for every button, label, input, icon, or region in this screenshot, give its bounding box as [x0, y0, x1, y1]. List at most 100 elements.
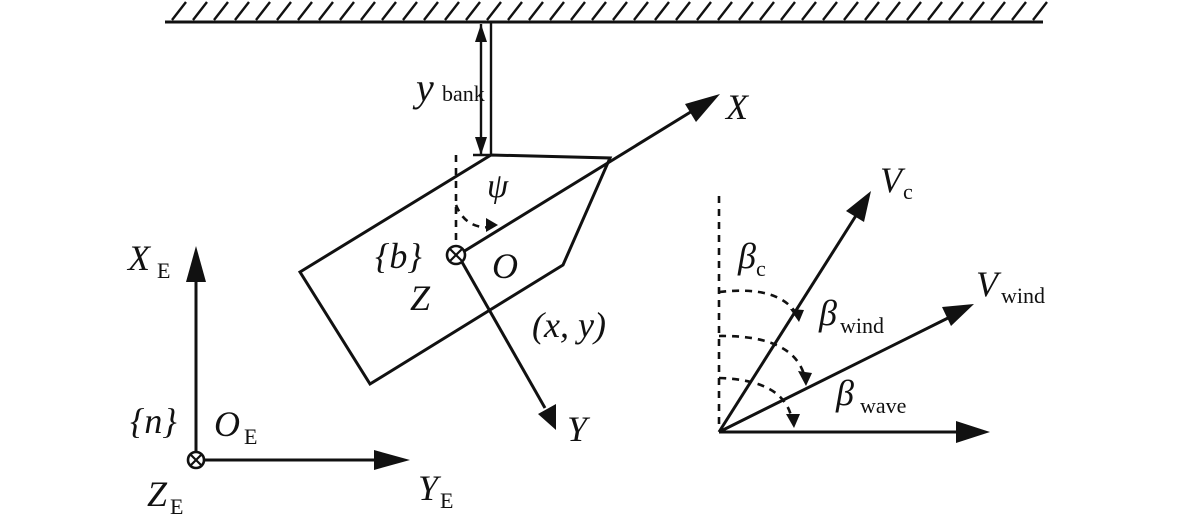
bank-hatch-mark — [381, 1, 397, 21]
wave-angle-label: β — [835, 373, 854, 413]
wave-angle-subscript: wave — [860, 393, 906, 418]
bank-distance-subscript: bank — [442, 81, 485, 106]
body-x-axis-label: X — [724, 87, 750, 127]
wave-direction-arrowhead — [956, 421, 990, 443]
bank-hatch-mark — [633, 1, 649, 21]
body-z-axis-marker-cross-b — [449, 248, 463, 262]
wave-angle-arrowhead — [786, 414, 800, 428]
bank-hatch-mark — [402, 1, 418, 21]
earth-z-axis-subscript: E — [170, 494, 183, 519]
bank-hatch-mark — [549, 1, 565, 21]
bank-hatch-mark — [906, 1, 922, 21]
wind-direction-line — [718, 316, 949, 434]
bank-hatch-mark — [339, 1, 355, 21]
bank-distance-arrowhead-top — [475, 24, 487, 42]
bank-hatch-mark — [948, 1, 964, 21]
bank-hatch-mark — [927, 1, 943, 21]
current-angle-subscript: c — [756, 256, 766, 281]
bank-hatch-mark — [696, 1, 712, 21]
bank-hatch-mark — [885, 1, 901, 21]
ship-outline — [297, 153, 613, 387]
current-velocity-label: V — [880, 160, 906, 200]
wave-angle-arc — [718, 376, 794, 421]
current-direction-arrowhead — [846, 191, 871, 222]
bank-hatch-mark — [570, 1, 586, 21]
bank-hatch-mark — [717, 1, 733, 21]
bank-hatch-mark — [738, 1, 754, 21]
bank-hatch-mark — [843, 1, 859, 21]
bank-distance-arrowhead-bottom — [475, 137, 487, 155]
earth-origin-subscript: E — [244, 424, 257, 449]
bank-distance-indicator: y bank — [412, 22, 493, 157]
earth-x-axis-subscript: E — [157, 258, 170, 283]
bank-hatch-mark — [780, 1, 796, 21]
earth-y-axis-label: Y — [418, 468, 442, 508]
body-x-axis-line — [457, 103, 703, 257]
bank-hatch-mark — [654, 1, 670, 21]
bank-hatch-mark — [528, 1, 544, 21]
bank-wall — [165, 1, 1048, 24]
current-direction-line — [717, 213, 859, 433]
bank-hatch-mark — [612, 1, 628, 21]
bank-hatch-mark — [486, 1, 502, 21]
earth-origin-label: O — [214, 404, 240, 444]
bank-hatch-mark — [192, 1, 208, 21]
current-angle-arc — [718, 289, 799, 316]
earth-frame: X E {n} O E Z E Y E — [126, 238, 453, 519]
bank-distance-symbol: y — [412, 65, 434, 110]
bank-hatching — [171, 1, 1048, 21]
bank-hatch-mark — [591, 1, 607, 21]
body-x-axis-arrowhead — [685, 94, 720, 122]
ship-position-label: (x, y) — [532, 305, 606, 345]
wind-angle-label: β — [818, 293, 837, 333]
earth-z-axis-label: Z — [147, 474, 168, 514]
wind-angle-arrowhead — [798, 371, 812, 386]
heading-angle-arrowhead — [486, 218, 498, 232]
wind-direction-arrowhead — [942, 304, 974, 326]
bank-hatch-mark — [276, 1, 292, 21]
bank-hatch-mark — [822, 1, 838, 21]
earth-y-axis-arrowhead — [374, 450, 410, 470]
bank-hatch-mark — [465, 1, 481, 21]
bank-hatch-mark — [1011, 1, 1027, 21]
bank-hatch-mark — [360, 1, 376, 21]
wind-angle-arc — [718, 334, 807, 379]
bank-hatch-mark — [675, 1, 691, 21]
bank-hatch-mark — [423, 1, 439, 21]
bank-hatch-mark — [864, 1, 880, 21]
body-y-axis-line — [456, 254, 547, 409]
bank-hatch-mark — [234, 1, 250, 21]
earth-x-axis-arrowhead — [186, 246, 206, 282]
earth-x-axis-label: X — [126, 238, 152, 278]
bank-hatch-mark — [507, 1, 523, 21]
bank-hatch-mark — [213, 1, 229, 21]
body-frame: X Y ψ {b} O Z (x, y) — [375, 87, 750, 449]
bank-hatch-mark — [801, 1, 817, 21]
wind-angle-subscript: wind — [840, 313, 884, 338]
bank-hatch-mark — [969, 1, 985, 21]
wind-velocity-label: V — [976, 264, 1002, 304]
disturbance-directions: V c V wind β c β wind β wave — [717, 160, 1045, 443]
bank-hatch-mark — [255, 1, 271, 21]
current-angle-label: β — [737, 236, 756, 276]
current-velocity-subscript: c — [903, 179, 913, 204]
earth-z-axis-marker-cross-b — [189, 453, 203, 467]
body-origin-label: O — [492, 246, 518, 286]
ship-hull — [297, 153, 613, 387]
earth-frame-label: {n} — [130, 401, 177, 441]
bank-hatch-mark — [990, 1, 1006, 21]
current-angle-arrowhead — [790, 309, 804, 322]
earth-y-axis-subscript: E — [440, 488, 453, 513]
body-y-axis-label: Y — [567, 409, 591, 449]
bank-hatch-mark — [171, 1, 187, 21]
bank-hatch-mark — [297, 1, 313, 21]
body-z-axis-label: Z — [410, 278, 431, 318]
bank-hatch-mark — [318, 1, 334, 21]
body-y-axis-arrowhead — [538, 404, 556, 430]
bank-hatch-mark — [444, 1, 460, 21]
bank-hatch-mark — [1032, 1, 1048, 21]
body-frame-label: {b} — [375, 236, 422, 276]
heading-angle-label: ψ — [487, 168, 509, 205]
bank-hatch-mark — [759, 1, 775, 21]
